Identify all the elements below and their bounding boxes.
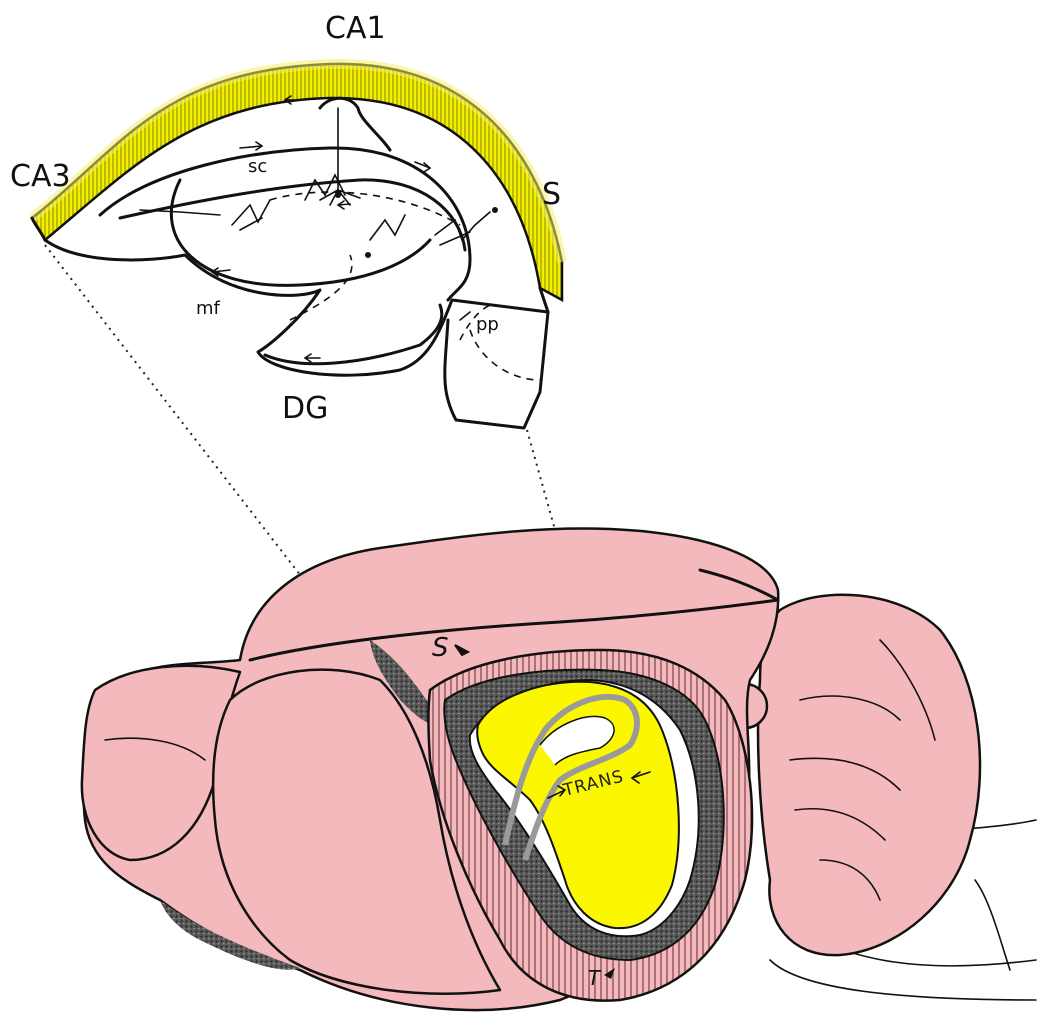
temporal-label-brain: T	[588, 966, 602, 990]
ca1-label: CA1	[325, 11, 386, 46]
rat-brain: TRANS S T	[82, 528, 1036, 1010]
subiculum-label-top: S	[542, 177, 561, 212]
ca3-label: CA3	[10, 159, 71, 194]
subiculum-label-brain: S	[432, 633, 449, 663]
flow-arrows	[212, 96, 470, 362]
hippocampal-slice: CA1 CA3 S sc mf pp DG	[10, 11, 562, 428]
sc-label: sc	[248, 156, 267, 177]
pp-label: pp	[476, 314, 499, 335]
dg-label: DG	[282, 391, 328, 426]
cerebellum	[758, 595, 980, 955]
mf-label: mf	[196, 298, 221, 319]
